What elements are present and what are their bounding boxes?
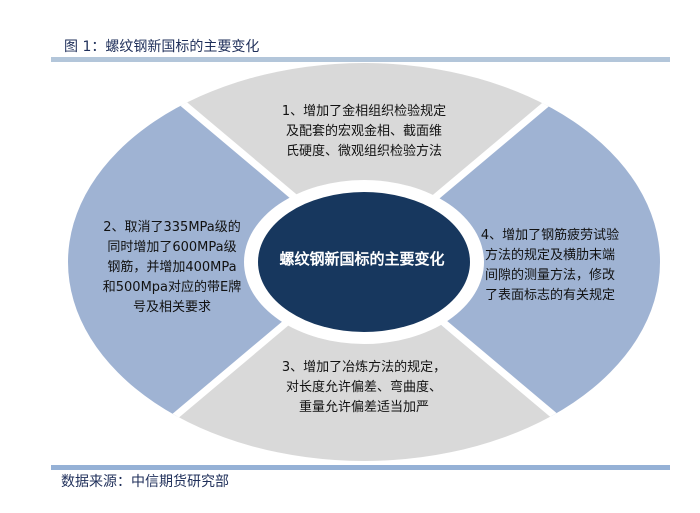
center-label: 螺纹钢新国标的主要变化 [279,250,445,268]
text-line: 方法的规定及横肋末端 [484,248,615,263]
figure-title: 图 1：螺纹钢新国标的主要变化 [64,39,260,55]
text-line: 了表面标志的有关规定 [484,288,615,303]
text-line: 1、增加了金相组织检验规定 [281,104,447,119]
text-line: 3、增加了冶炼方法的规定， [281,360,447,375]
segment-right-text: 4、增加了钢筋疲劳试验 方法的规定及横肋末端 间隙的测量方法，修改 了表面标志的… [470,226,630,306]
text-line: 间隙的测量方法，修改 [484,268,615,283]
center-ellipse [258,192,470,332]
segment-bottom-text: 3、增加了冶炼方法的规定， 对长度允许偏差、弯曲度、 重量允许偏差适当加严 [264,358,464,418]
text-line: 对长度允许偏差、弯曲度、 [285,380,442,395]
text-line: 重量允许偏差适当加严 [298,400,429,415]
text-line: 2、取消了335MPa级的 [103,220,241,235]
text-line: 同时增加了600MPa级 [107,240,237,255]
text-line: 号及相关要求 [132,300,211,315]
text-line: 和500Mpa对应的带E牌 [102,280,242,295]
source-divider [51,465,670,470]
text-line: 及配套的宏观金相、截面维 [285,124,442,139]
text-line: 钢筋，并增加400MPa [107,260,237,275]
source-note: 数据来源：中信期货研究部 [61,474,229,490]
text-line: 4、增加了钢筋疲劳试验 [480,228,620,243]
text-line: 氏硬度、微观组织检验方法 [285,144,442,159]
segment-left-text: 2、取消了335MPa级的 同时增加了600MPa级 钢筋，并增加400MPa … [92,218,252,318]
segment-top-text: 1、增加了金相组织检验规定 及配套的宏观金相、截面维 氏硬度、微观组织检验方法 [264,102,464,162]
title-divider [51,57,670,62]
